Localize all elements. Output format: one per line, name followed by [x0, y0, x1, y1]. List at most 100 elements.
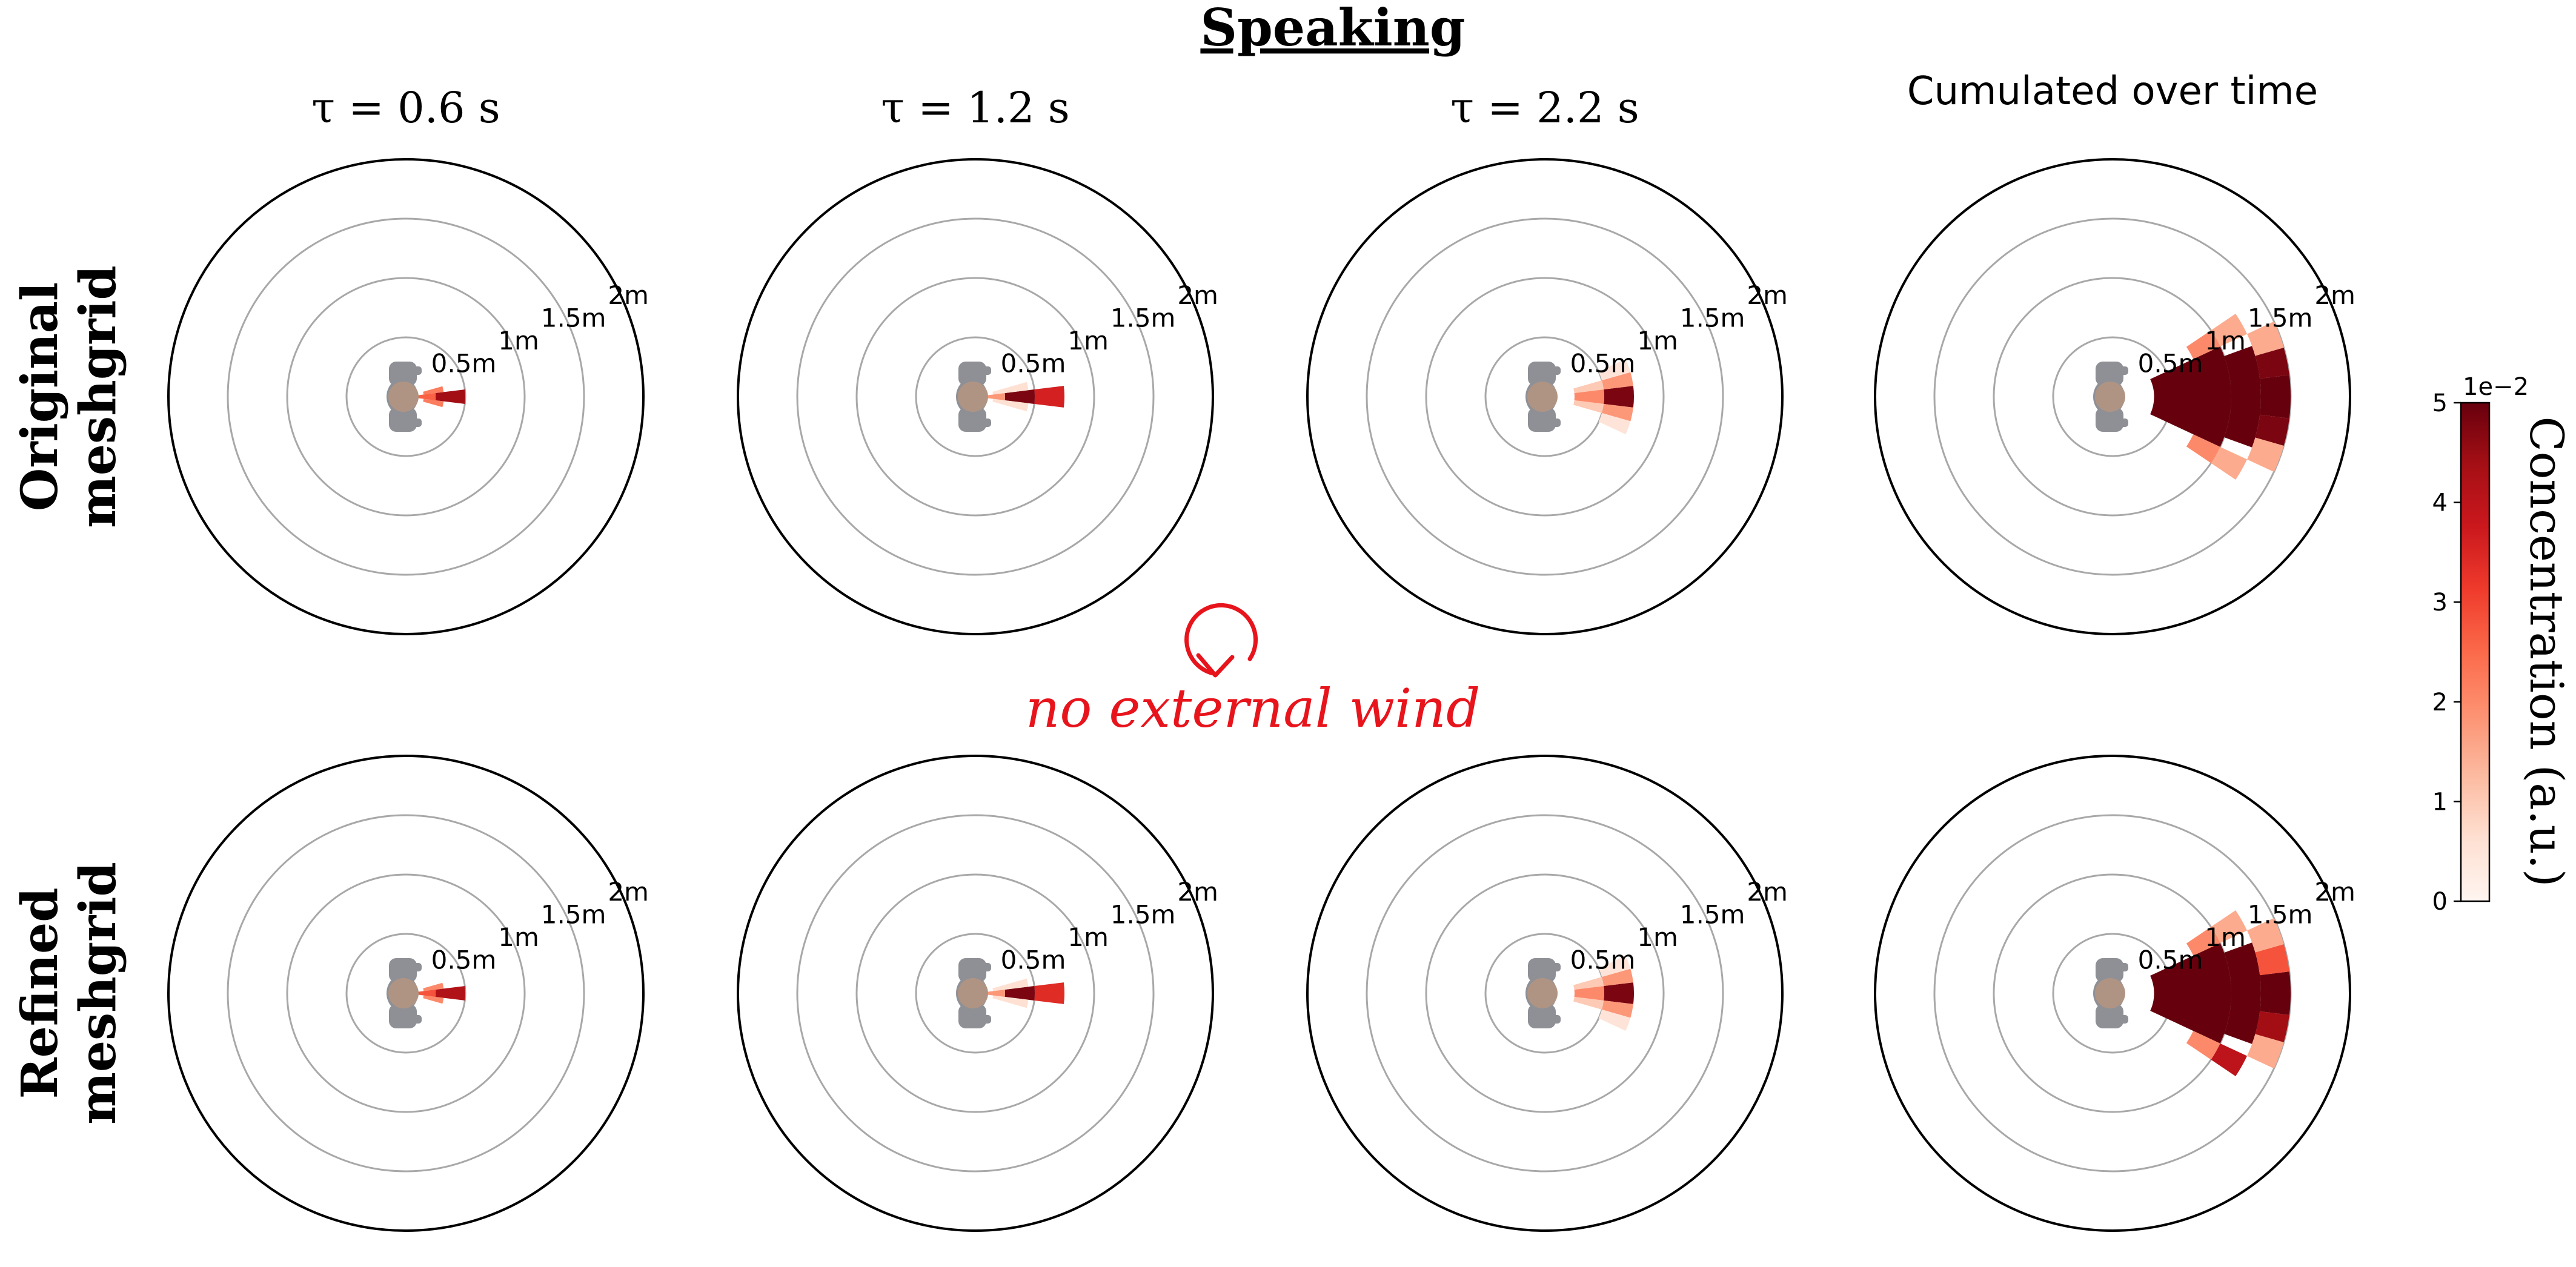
concentration-sector-4	[1573, 996, 1604, 1010]
person-arm-left	[980, 366, 991, 375]
concentration-sector-4	[992, 995, 1029, 1008]
grid-ring-3	[1366, 217, 1724, 576]
radial-tick-label: 2m	[1747, 877, 1788, 907]
concentration-sector-2	[1004, 986, 1035, 1001]
person-arm-right	[1550, 418, 1561, 427]
concentration-sector-3	[2260, 375, 2291, 418]
row-label-refined: Refined meshgrid	[11, 862, 127, 1125]
grid-ring-3	[227, 814, 585, 1173]
grid-ring-3	[796, 217, 1155, 576]
column-title-4: Cumulated over time	[1907, 69, 2318, 114]
radial-tick-label: 0.5m	[1001, 945, 1066, 974]
concentration-sector-4	[2255, 347, 2289, 379]
person-shoulder-left	[2096, 362, 2123, 386]
figure-title: Speaking	[1200, 0, 1465, 58]
person-arm-left	[411, 963, 422, 971]
concentration-sector-1	[1604, 386, 1634, 408]
person-icon	[387, 958, 422, 1028]
colorbar-tick-label: 4	[2432, 489, 2448, 517]
grid-ring-2	[1425, 873, 1665, 1113]
person-head	[958, 382, 988, 412]
concentration-sector-3	[992, 382, 1029, 395]
radial-tick-label: 1.5m	[2248, 899, 2313, 929]
radial-tick-label: 1m	[2205, 922, 2246, 952]
column-title-3: τ = 2.2 s	[1450, 83, 1639, 133]
concentration-sector-5	[987, 990, 1005, 997]
radial-tick-label: 1.5m	[1680, 899, 1745, 929]
concentration-sector-3	[2260, 971, 2291, 1015]
person-arm-right	[980, 1015, 991, 1024]
person-icon	[956, 362, 991, 432]
column-title-2: τ = 1.2 s	[881, 83, 1069, 133]
person-arm-right	[2117, 1015, 2128, 1024]
person-shoulder-right	[2096, 408, 2123, 432]
person-shoulder-left	[1528, 958, 1556, 982]
concentration-sector-5	[987, 393, 1005, 400]
concentration-sector-6	[1602, 403, 1633, 422]
grid-ring-2	[1425, 277, 1665, 517]
radial-tick-label: 1m	[1067, 326, 1109, 356]
person-arm-left	[1550, 366, 1561, 375]
grid-ring-2	[855, 873, 1095, 1113]
concentration-sector-6	[1602, 1000, 1633, 1018]
concentration-sector-8	[1598, 1010, 1631, 1031]
colorbar-label: Concentration (a.u.)	[2520, 416, 2574, 887]
person-icon	[2093, 362, 2128, 432]
person-icon	[956, 958, 991, 1028]
person-icon	[387, 362, 422, 432]
colorbar-tick-label: 5	[2432, 389, 2448, 417]
radial-tick-label: 1m	[2205, 326, 2246, 356]
concentration-sector-9	[2211, 446, 2248, 480]
person-shoulder-left	[2096, 958, 2123, 982]
person-shoulder-right	[958, 1004, 986, 1028]
person-shoulder-right	[958, 408, 986, 432]
concentration-sector-7	[1598, 359, 1631, 380]
concentration-sector-1	[1604, 982, 1634, 1004]
grid-ring-2	[286, 873, 526, 1113]
radial-tick-label: 2m	[1177, 877, 1218, 907]
outer-ring	[737, 755, 1214, 1232]
colorbar-tick-label: 0	[2432, 888, 2448, 916]
person-arm-right	[411, 1015, 422, 1024]
outer-ring	[1306, 755, 1784, 1232]
colorbar-gradient	[2460, 402, 2491, 902]
radial-tick-label: 0.5m	[2138, 945, 2203, 974]
person-shoulder-right	[1528, 1004, 1556, 1028]
concentration-sector-2	[423, 982, 444, 991]
concentration-sector-7	[2247, 437, 2284, 472]
rotation-arrow-icon	[1184, 603, 1258, 676]
radial-tick-label: 2m	[1177, 280, 1218, 310]
concentration-sector-3	[423, 399, 444, 408]
concentration-sector-11	[2186, 1031, 2220, 1060]
concentration-sector-3	[1573, 380, 1604, 394]
grid-ring-3	[1366, 814, 1724, 1173]
concentration-sector-1	[435, 389, 465, 404]
concentration-sector-1	[2150, 943, 2231, 1044]
person-arm-right	[980, 418, 991, 427]
person-shoulder-right	[389, 408, 417, 432]
person-arm-left	[1550, 963, 1561, 971]
concentration-sector-4	[417, 990, 436, 997]
person-shoulder-left	[958, 362, 986, 386]
concentration-sector-2	[2224, 942, 2261, 1044]
concentration-sector-2	[2224, 346, 2261, 448]
concentration-sector-2	[1574, 389, 1604, 404]
concentration-sector-5	[1602, 968, 1633, 987]
rotation-arrow-head-icon	[1196, 653, 1235, 678]
colorbar-tick-label: 1	[2432, 788, 2448, 816]
person-shoulder-left	[1528, 362, 1556, 386]
concentration-sector-8	[2211, 313, 2248, 347]
radial-tick-label: 0.5m	[1570, 348, 1636, 378]
concentration-sector-5	[2255, 414, 2289, 446]
concentration-sector-2	[423, 386, 444, 395]
concentration-sector-2	[1574, 986, 1604, 1001]
concentration-sector-1	[1034, 386, 1065, 408]
radial-tick-label: 1m	[1067, 922, 1109, 952]
radial-tick-label: 2m	[608, 877, 649, 907]
person-icon	[2093, 958, 2128, 1028]
